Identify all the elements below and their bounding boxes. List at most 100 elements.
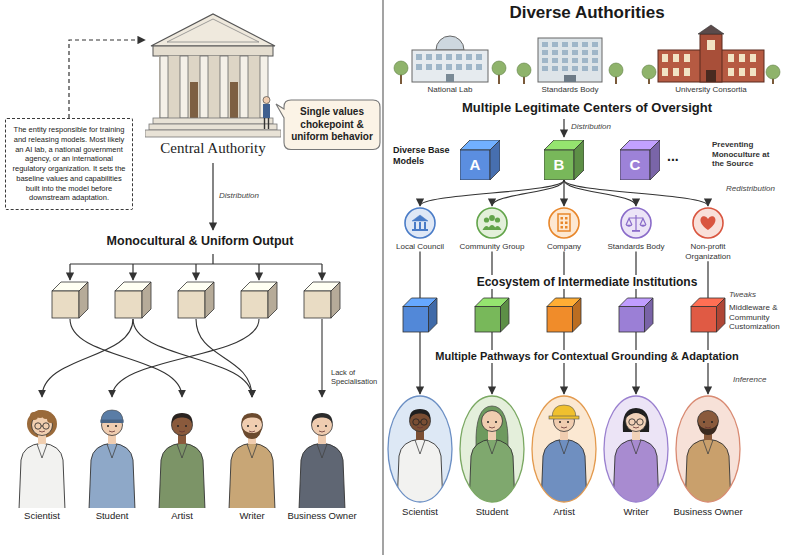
door: [564, 75, 576, 82]
institution-icon: [626, 215, 646, 232]
window: [542, 66, 548, 71]
icon-base: [412, 229, 428, 231]
eye: [487, 421, 489, 423]
temple-column: [220, 56, 228, 118]
building-label: University Consortia: [640, 85, 782, 94]
window: [582, 66, 588, 71]
head: [482, 411, 503, 432]
cube-front: [241, 291, 268, 318]
annotation-label: Distribution: [571, 122, 611, 132]
mouth: [39, 431, 45, 432]
icon-body: [483, 225, 502, 230]
window: [662, 68, 668, 76]
icon-pillar: [424, 222, 426, 229]
temple-step: [153, 118, 273, 124]
collar: [247, 444, 257, 458]
annotation-label: Monocultural & Uniform Output: [107, 234, 294, 249]
temple-wall: [159, 56, 267, 118]
section-heading: Multiple Pathways for Contextual Groundi…: [431, 350, 742, 363]
institution-drawing: [547, 206, 581, 240]
icon-scales: [626, 215, 646, 230]
bubble-text: Single values chokepoint & uniform behav…: [290, 106, 374, 144]
cube-front: [52, 291, 79, 318]
tower-roof: [698, 25, 724, 34]
person-body: [685, 411, 731, 505]
person-label: Student: [457, 506, 527, 517]
head: [626, 411, 647, 432]
torso: [229, 443, 275, 508]
person-oval-outline: [604, 396, 668, 502]
window: [436, 54, 442, 60]
eye: [255, 425, 257, 427]
building-label: National Lab: [392, 85, 508, 94]
window: [476, 54, 482, 60]
base-model-cube: B: [544, 140, 584, 180]
tree-crown: [492, 61, 506, 75]
cube-side: [429, 298, 438, 332]
section-heading: Ecosystem of Intermediate Institutions: [473, 275, 702, 289]
institution-icon: [412, 215, 428, 231]
temple-door: [230, 82, 238, 118]
temple-column: [160, 56, 168, 118]
window: [750, 68, 756, 76]
hall-tower: [700, 34, 722, 82]
institution-label: Company: [529, 242, 599, 252]
annotation-label: Middleware & Community Customization: [729, 303, 783, 332]
custom-cube: [403, 298, 437, 332]
lab-dome: [436, 36, 464, 50]
temple-entablature: [153, 46, 273, 56]
cube-letter: C: [620, 150, 650, 180]
window: [707, 40, 715, 50]
temple-column: [180, 56, 188, 118]
institution-drawing: [475, 206, 509, 240]
institution-icon: [483, 215, 502, 230]
branch-arrow: [258, 264, 259, 280]
window: [456, 64, 462, 70]
collar: [317, 444, 327, 458]
window: [552, 42, 558, 47]
door: [706, 70, 716, 82]
cube-side: [573, 298, 582, 332]
person-figure: Writer: [217, 398, 287, 521]
window: [673, 68, 679, 76]
institution-icon: [558, 214, 570, 231]
icon-window: [565, 217, 568, 220]
person-label: Business Owner: [287, 510, 357, 521]
person-oval-outline: [676, 396, 740, 502]
tree-crown: [394, 61, 408, 75]
person-label: Writer: [601, 506, 671, 517]
institution-circle: [549, 208, 579, 238]
cube-front: [304, 291, 331, 318]
icon-window: [565, 222, 568, 225]
temple-roof: [151, 14, 275, 46]
institution-circle: [477, 208, 507, 238]
authority-building: University Consortia: [640, 24, 782, 94]
tree-crown: [517, 63, 531, 77]
hat-brim: [549, 416, 579, 419]
mouth: [179, 431, 185, 432]
icon-head: [484, 217, 489, 222]
mouth: [417, 427, 423, 428]
hair: [241, 413, 262, 424]
window: [456, 54, 462, 60]
window: [728, 68, 734, 76]
person-drawing: [529, 394, 599, 504]
torso: [89, 443, 135, 508]
person-body: [397, 409, 443, 504]
collar: [415, 440, 425, 454]
person-label: Artist: [529, 506, 599, 517]
window: [572, 66, 578, 71]
annotation-label: Distribution: [219, 191, 259, 201]
lab-body: [412, 50, 488, 82]
person-label: Scientist: [385, 506, 455, 517]
window: [476, 64, 482, 70]
eye: [107, 425, 109, 427]
temple-column: [200, 56, 208, 118]
custom-cube: [547, 298, 581, 332]
building-drawing: [514, 24, 626, 84]
collar: [177, 444, 187, 458]
hair: [311, 413, 332, 424]
window: [582, 42, 588, 47]
cube-side: [79, 282, 88, 318]
